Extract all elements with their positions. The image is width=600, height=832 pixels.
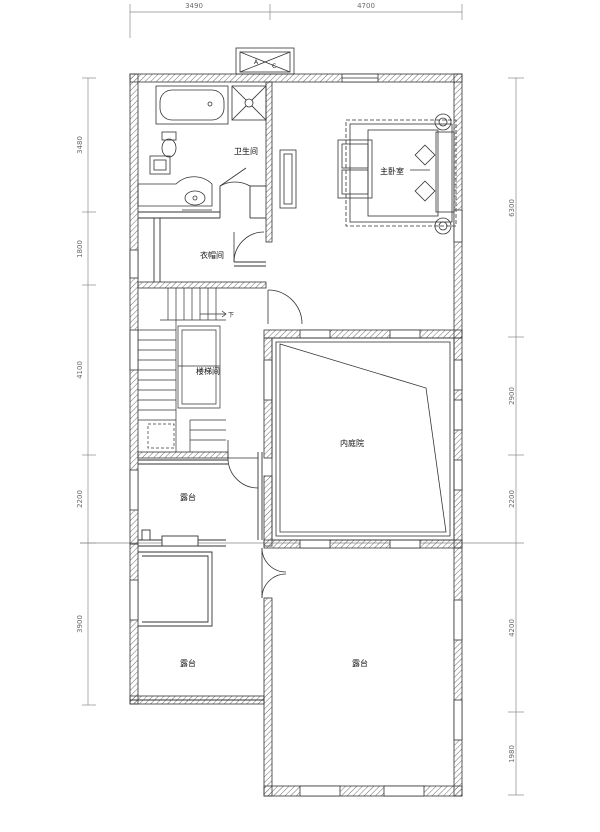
room-label-terrace-lower-left: 露台 [180, 658, 196, 668]
windows [129, 73, 463, 797]
bedroom-furniture [337, 113, 457, 235]
dimension-lines [80, 4, 524, 796]
interior-walls [130, 185, 266, 701]
dim-left-3: 4100 [76, 361, 84, 379]
room-label-bathroom: 卫生间 [234, 146, 258, 156]
dim-left-2: 1800 [76, 240, 84, 258]
wardrobe [279, 149, 297, 209]
shaft [235, 47, 295, 75]
dim-top-2: 4700 [357, 2, 375, 10]
dim-right-2: 2900 [508, 387, 516, 405]
courtyard-outline [271, 337, 455, 541]
dim-left-5: 3900 [76, 615, 84, 633]
room-label-terrace-upper: 露台 [180, 492, 196, 502]
shaft-label-a: A [254, 59, 259, 66]
dim-top-1: 3490 [185, 2, 203, 10]
dim-right-3: 2200 [508, 490, 516, 508]
room-label-closet: 衣帽间 [200, 250, 224, 260]
room-label-master-bedroom: 主卧室 [380, 166, 404, 176]
dim-right-4: 4200 [508, 619, 516, 637]
room-label-stair-hall: 楼梯间 [196, 366, 220, 376]
staircase [138, 288, 227, 452]
dim-left-1: 3480 [76, 136, 84, 154]
bathroom-fixtures [137, 85, 267, 211]
shaft-label-c: C [272, 63, 276, 70]
room-label-inner-courtyard: 内庭院 [340, 438, 364, 448]
dim-right-5: 1980 [508, 745, 516, 763]
dim-right-1: 6300 [508, 199, 516, 217]
room-label-terrace-lower-right: 露台 [352, 658, 368, 668]
dim-left-4: 2200 [76, 490, 84, 508]
doors [219, 167, 303, 599]
stair-down-mark: 下 [228, 312, 234, 319]
